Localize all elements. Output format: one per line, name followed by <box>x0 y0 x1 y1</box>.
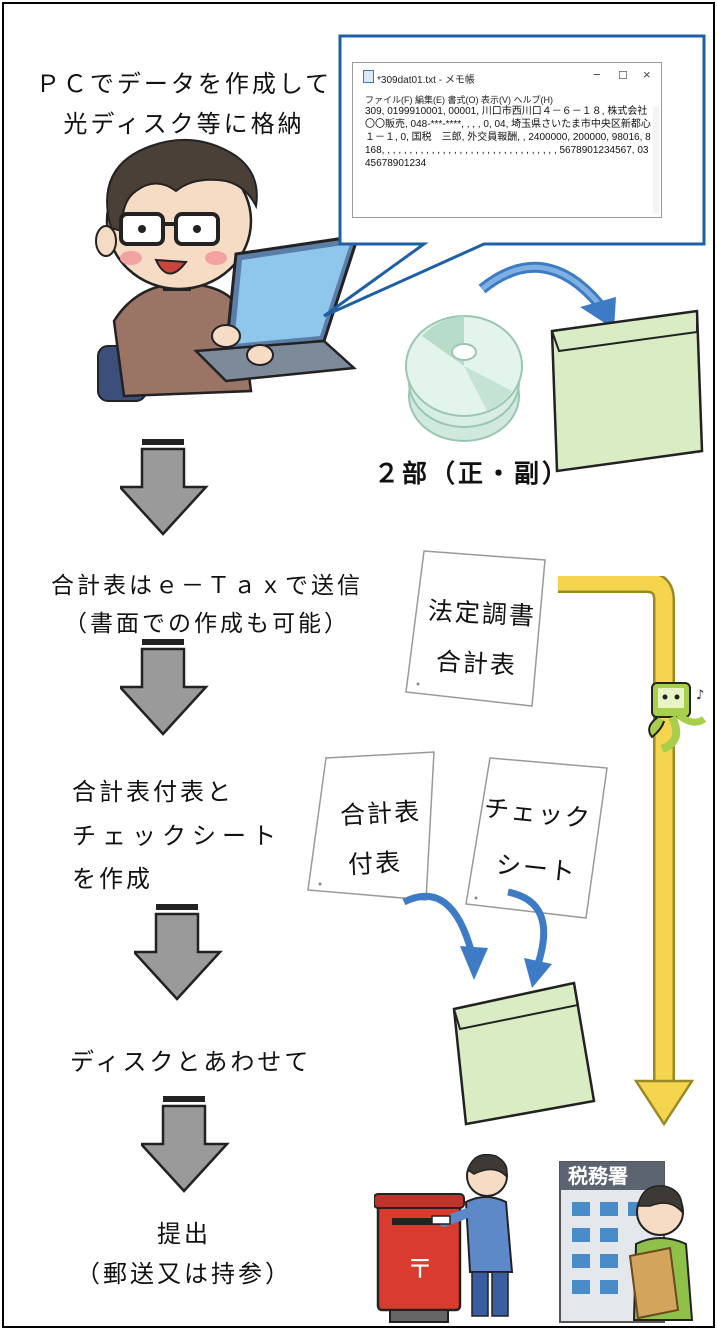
curved-arrow-icon <box>402 888 552 988</box>
checksheet-paper <box>465 757 608 919</box>
step2-line2: （書面での作成も可能） <box>64 611 350 637</box>
curved-arrow-icon <box>478 261 616 329</box>
step5-line2: （郵送又は持参） <box>76 1260 292 1288</box>
attachment-label-1: 合計表 <box>339 796 422 831</box>
minimize-icon[interactable]: − <box>593 67 601 82</box>
step4-text: ディスクとあわせて <box>70 1048 312 1076</box>
notepad-titlebar: *309dat01.txt - メモ帳 <box>363 70 475 86</box>
close-icon[interactable]: × <box>643 67 651 82</box>
etax-route-arrow <box>558 576 695 1127</box>
step3-line1: 合計表付表と <box>72 778 234 806</box>
notepad-text[interactable]: 309, 0199910001, 00001, 川口市西川口４－６－１８, 株式… <box>365 106 651 169</box>
svg-text:♪: ♪ <box>696 688 704 703</box>
person-at-laptop-illustration <box>95 138 361 402</box>
legal-doc-label-2: 合計表 <box>435 646 518 681</box>
step3-line3: を作成 <box>72 865 153 893</box>
notepad-menu[interactable]: ファイル(F) 編集(E) 書式(O) 表示(V) ヘルプ(H) <box>365 95 553 105</box>
notepad-scrollbar[interactable] <box>653 107 659 213</box>
disc-caption: ２部（正・副） <box>374 459 571 488</box>
legal-doc-paper <box>405 550 546 707</box>
attachment-label-2: 付表 <box>347 847 403 880</box>
svg-text:〒: 〒 <box>407 1255 433 1285</box>
optical-disc-icon <box>405 315 523 442</box>
envelope-icon <box>452 981 596 1126</box>
step1-line1: ＰＣでデータを作成して <box>35 70 333 98</box>
attachment-paper <box>307 751 435 901</box>
step3-line2: チェックシート <box>72 822 282 850</box>
svg-text:税務署: 税務署 <box>568 1164 628 1188</box>
down-arrow-4 <box>141 1096 230 1193</box>
notepad-window: *309dat01.txt - メモ帳 − ☐ × ファイル(F) 編集(E) … <box>352 62 662 218</box>
file-icon <box>363 70 374 83</box>
down-arrow-1 <box>120 439 209 536</box>
mailbox-person-illustration: 〒 <box>374 1154 514 1323</box>
step1-line2: 光ディスク等に格納 <box>63 110 305 138</box>
maximize-icon[interactable]: ☐ <box>618 70 628 82</box>
down-arrow-2 <box>120 639 209 736</box>
envelope-icon <box>550 309 704 473</box>
tax-office-illustration: 税務署 <box>559 1161 694 1323</box>
notepad-title: *309dat01.txt - メモ帳 <box>377 75 475 86</box>
step5-line1: 提出 <box>157 1220 211 1248</box>
step2-line1: 合計表はｅ－Ｔａｘで送信 <box>51 573 363 599</box>
legal-doc-label-1: 法定調書 <box>427 596 537 631</box>
down-arrow-3 <box>134 904 223 1001</box>
etax-mascot-icon: ♪ <box>648 682 707 753</box>
